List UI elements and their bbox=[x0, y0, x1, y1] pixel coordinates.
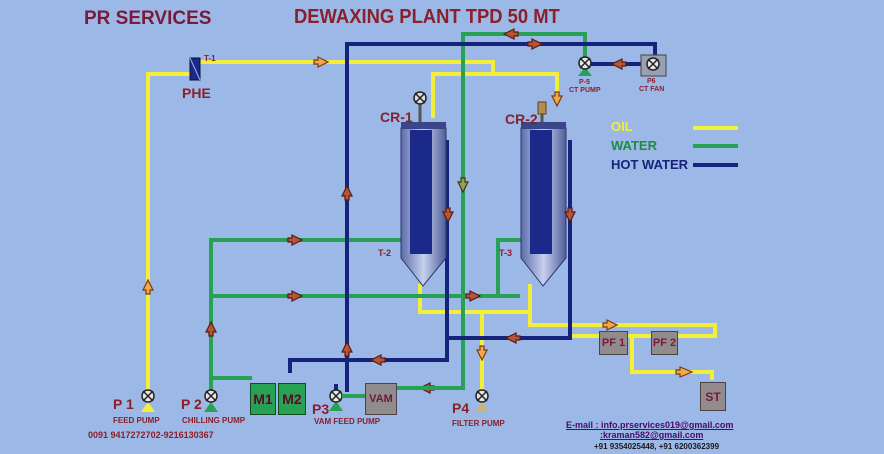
p1-desc: FEED PUMP bbox=[113, 416, 160, 425]
mixer-m2-label: M2 bbox=[282, 391, 302, 407]
contact-phone: 0091 9417272702-9216130367 bbox=[88, 430, 214, 440]
p3-desc: VAM FEED PUMP bbox=[314, 417, 381, 426]
filter-pump-p4-symbol bbox=[475, 389, 489, 412]
phe-label: PHE bbox=[182, 85, 211, 101]
t3-label: T-3 bbox=[499, 248, 513, 258]
storage-tank-st: ST bbox=[700, 382, 726, 411]
tank-cr1 bbox=[400, 122, 447, 287]
p5-label: P-5 bbox=[579, 79, 590, 86]
p4-label: P4 bbox=[452, 400, 470, 416]
agitator-cr1 bbox=[413, 91, 427, 122]
p2-label: P 2 bbox=[181, 396, 202, 412]
mixer-m2: M2 bbox=[278, 383, 306, 415]
pf1-label: PF 1 bbox=[601, 337, 626, 349]
t1-label: T-1 bbox=[204, 54, 216, 63]
legend-hot-water: HOT WATER bbox=[611, 157, 689, 172]
contact-email-1[interactable]: E-mail : info.prservices019@gmail.com bbox=[566, 420, 734, 430]
t2-label: T-2 bbox=[378, 248, 392, 258]
plant-title: DEWAXING PLANT TPD 50 MT bbox=[294, 6, 560, 28]
cr1-label: CR-1 bbox=[380, 109, 413, 125]
pre-filter-pf1: PF 1 bbox=[599, 331, 628, 355]
p4-desc: FILTER PUMP bbox=[452, 419, 505, 428]
legend-water: WATER bbox=[611, 138, 657, 153]
p5-desc: CT PUMP bbox=[569, 87, 601, 94]
cr2-label: CR-2 bbox=[505, 111, 538, 127]
p1-label: P 1 bbox=[113, 396, 134, 412]
mixer-m1-label: M1 bbox=[253, 391, 273, 407]
legend-swatches bbox=[693, 126, 738, 167]
pre-filter-pf2: PF 2 bbox=[651, 331, 678, 355]
st-label: ST bbox=[705, 389, 721, 404]
ct-fan-p6-symbol bbox=[640, 54, 667, 77]
vam-unit: VAM bbox=[365, 383, 397, 415]
vam-label: VAM bbox=[369, 393, 393, 405]
pf2-label: PF 2 bbox=[652, 337, 677, 349]
mixer-m1: M1 bbox=[250, 383, 276, 415]
ct-pump-p5-symbol bbox=[578, 56, 592, 76]
brand-name: PR SERVICES bbox=[84, 8, 212, 29]
p3-label: P3 bbox=[312, 401, 330, 417]
chilling-pump-p2-symbol bbox=[204, 389, 218, 412]
p2-desc: CHILLING PUMP bbox=[182, 416, 246, 425]
phe-exchanger bbox=[189, 57, 201, 81]
p6-desc: CT FAN bbox=[639, 86, 665, 93]
contact-email-2[interactable]: :kraman582@gmail.com bbox=[600, 430, 704, 440]
feed-pump-p1-symbol bbox=[141, 389, 155, 412]
tank-cr2 bbox=[520, 122, 567, 287]
vam-feed-pump-p3-symbol bbox=[329, 389, 343, 411]
p6-label: P6 bbox=[647, 78, 656, 85]
contact-phone-2: +91 9354025448, +91 6200362399 bbox=[594, 442, 720, 451]
flow-arrows bbox=[142, 28, 694, 394]
legend-oil: OIL bbox=[611, 119, 633, 134]
agitator-cr2 bbox=[537, 101, 547, 122]
